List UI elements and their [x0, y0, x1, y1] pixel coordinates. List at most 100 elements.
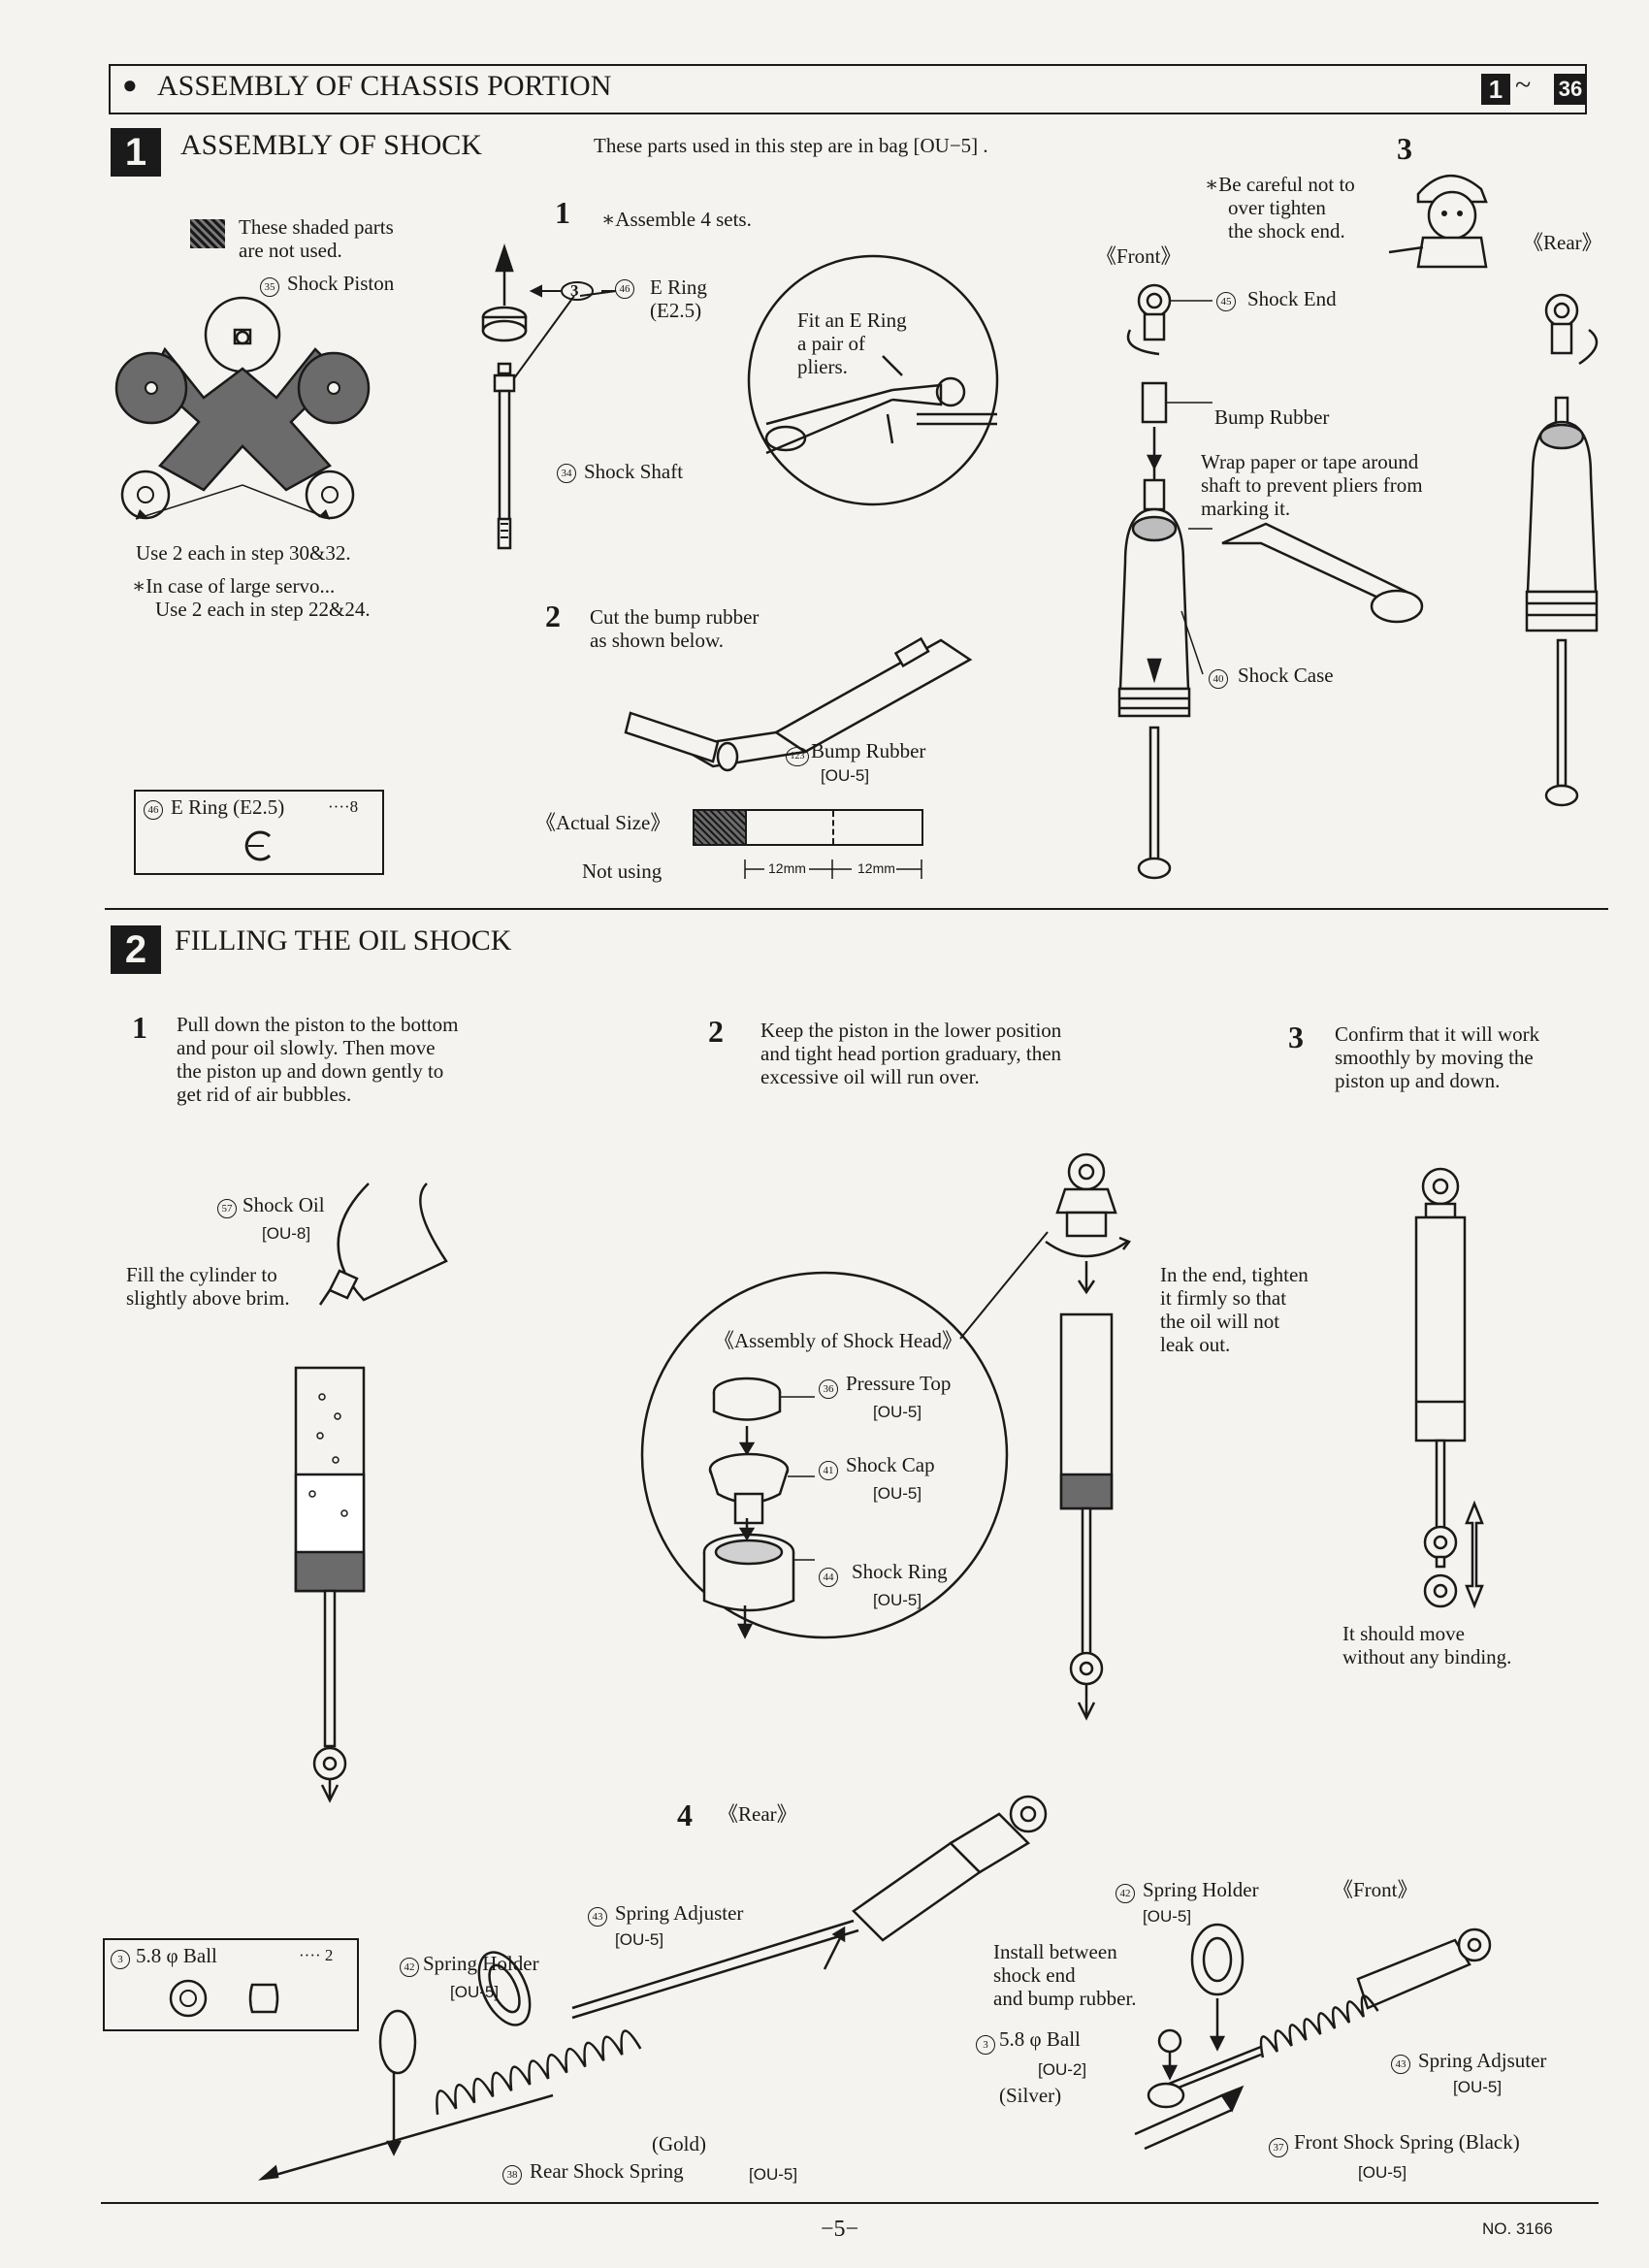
shock-piston-label: Shock Piston	[287, 272, 395, 295]
s2-step1-line2: and pour oil slowly. Then move	[177, 1036, 436, 1059]
shock-cap-label: Shock Cap	[846, 1453, 935, 1476]
shock-cap-num: 41	[819, 1461, 838, 1480]
pressure-top-bag: [OU-5]	[873, 1403, 922, 1421]
front-spring-assembly-drawing	[1134, 1923, 1492, 2151]
tighten-line-2: it firmly so that	[1160, 1286, 1287, 1310]
s1-step1-num: 1	[555, 195, 570, 230]
s1-step2-num: 2	[545, 599, 561, 633]
tighten-line-1: In the end, tighten	[1160, 1263, 1309, 1286]
section2-number: 2	[124, 928, 147, 971]
shock-end-label: Shock End	[1247, 287, 1337, 310]
shock-ring-label: Shock Ring	[852, 1560, 948, 1583]
actual-size-bar	[745, 809, 923, 846]
bump-rubber-label-s3: Bump Rubber	[1214, 405, 1330, 429]
step4-front: 《Front》	[1333, 1878, 1418, 1901]
move-test-drawing	[1414, 1167, 1484, 1609]
shock-shaft-drawing	[481, 243, 617, 550]
s2-step2-line2: and tight head portion graduary, then	[760, 1042, 1062, 1065]
spring-adjuster-label: Spring Adjuster	[615, 1901, 744, 1925]
s1-step1-note: ∗Assemble 4 sets.	[601, 208, 752, 231]
e-ring-step-num: 3	[570, 281, 579, 300]
page-title: ASSEMBLY OF CHASSIS PORTION	[157, 70, 612, 102]
not-using-label: Not using	[582, 859, 663, 883]
rear-label-s1: 《Rear》	[1523, 231, 1602, 254]
section2-number-badge: 2	[111, 925, 161, 974]
rear-spring-assembly-drawing	[258, 1795, 1048, 2181]
shock-oil-label: Shock Oil	[242, 1193, 325, 1216]
section1-title: ASSEMBLY OF SHOCK	[180, 129, 482, 161]
e-ring-num: 46	[615, 279, 634, 299]
section2-title: FILLING THE OIL SHOCK	[175, 924, 512, 956]
s2-step1-line3: the piston up and down gently to	[177, 1059, 444, 1083]
front-spring-label: Front Shock Spring (Black)	[1294, 2130, 1520, 2154]
e-ring-parts-label: E Ring (E2.5)	[171, 795, 285, 819]
ball-bag: [OU-2]	[1038, 2060, 1087, 2079]
s2-step3-num: 3	[1288, 1020, 1304, 1054]
bag-note: These parts used in this step are in bag…	[594, 134, 988, 157]
front-spring-bag: [OU-5]	[1358, 2163, 1407, 2182]
s2-step1-line1: Pull down the piston to the bottom	[177, 1013, 459, 1036]
use-note-1: Use 2 each in step 30&32.	[136, 541, 351, 565]
header-bullet: ●	[122, 71, 138, 99]
spring-adjuster-num: 43	[588, 1907, 607, 1927]
shock-shaft-label: Shock Shaft	[584, 460, 684, 483]
shock-case-num: 40	[1209, 669, 1228, 689]
e-ring-icon	[244, 830, 272, 861]
wrap-line-2: shaft to prevent pliers from	[1201, 473, 1423, 497]
rear-spring-num: 38	[502, 2165, 522, 2185]
s2-step2-line1: Keep the piston in the lower position	[760, 1019, 1062, 1042]
dim-2: 12mm	[857, 860, 895, 876]
e-ring-parts-num: 46	[144, 800, 163, 820]
ball-parts-label: 5.8 φ Ball	[136, 1944, 217, 1967]
front-spring-num: 37	[1269, 2138, 1288, 2157]
pressure-top-label: Pressure Top	[846, 1372, 952, 1395]
actual-size-label: 《Actual Size》	[535, 811, 671, 834]
rear-spring-bag: [OU-5]	[749, 2165, 798, 2184]
spring-holder-right-bag: [OU-5]	[1143, 1907, 1192, 1926]
callout-line-1: Fit an E Ring	[797, 308, 907, 332]
section-divider	[105, 908, 1608, 910]
range-start-badge: 1	[1481, 74, 1510, 105]
s1-step3-num: 3	[1397, 131, 1412, 166]
dimension-lines	[744, 859, 922, 879]
s2-step2-num: 2	[708, 1014, 724, 1049]
rear-shock-assembly-drawing	[1525, 293, 1599, 807]
ball-parts-num: 3	[111, 1950, 130, 1969]
bump-rubber-label: Bump Rubber	[811, 739, 926, 762]
section1-number-badge: 1	[111, 128, 161, 177]
rear-spring-label: Rear Shock Spring	[530, 2159, 684, 2183]
front-label-s1: 《Front》	[1096, 244, 1181, 268]
shock-piston-num: 35	[260, 277, 279, 297]
e-ring-parts-box	[134, 790, 384, 875]
s2-step3-line1: Confirm that it will work	[1335, 1022, 1540, 1046]
fill-line-1: Fill the cylinder to	[126, 1263, 277, 1286]
wrap-line-1: Wrap paper or tape around	[1201, 450, 1419, 473]
range-start: 1	[1488, 75, 1504, 104]
spring-holder-right-num: 42	[1116, 1884, 1135, 1903]
pressure-top-num: 36	[819, 1379, 838, 1399]
cutter-drawing	[624, 636, 973, 772]
range-end: 36	[1558, 77, 1583, 101]
e-ring-parts-qty: ····8	[328, 797, 359, 816]
footer-rule	[101, 2202, 1599, 2204]
use-note-3: Use 2 each in step 22&24.	[155, 598, 371, 621]
use-note-2: ∗In case of large servo...	[132, 574, 336, 598]
move-line-2: without any binding.	[1342, 1645, 1512, 1669]
bump-rubber-num: 123	[786, 747, 809, 766]
warn-line-3: the shock end.	[1228, 219, 1345, 243]
s2-step2-line3: excessive oil will run over.	[760, 1065, 980, 1088]
shock-cap-bag: [OU-5]	[873, 1484, 922, 1503]
rear-spring-color: (Gold)	[652, 2132, 706, 2155]
oil-fill-drawing	[294, 1183, 448, 1803]
s2-step1-num: 1	[132, 1010, 147, 1045]
spring-holder-left-label: Spring Holder	[423, 1952, 539, 1975]
spring-adjsuter-label: Spring Adjsuter	[1418, 2049, 1547, 2072]
s2-step3-line3: piston up and down.	[1335, 1069, 1501, 1092]
warn-line-1: ∗Be careful not to	[1205, 173, 1355, 196]
callout-line-3: pliers.	[797, 355, 848, 378]
spring-holder-left-bag: [OU-5]	[450, 1983, 500, 2001]
front-shock-assembly-drawing	[1117, 283, 1424, 880]
wrap-line-3: marking it.	[1201, 497, 1291, 520]
e-ring-label: E Ring	[650, 275, 707, 299]
ball-icons	[169, 1979, 279, 2018]
